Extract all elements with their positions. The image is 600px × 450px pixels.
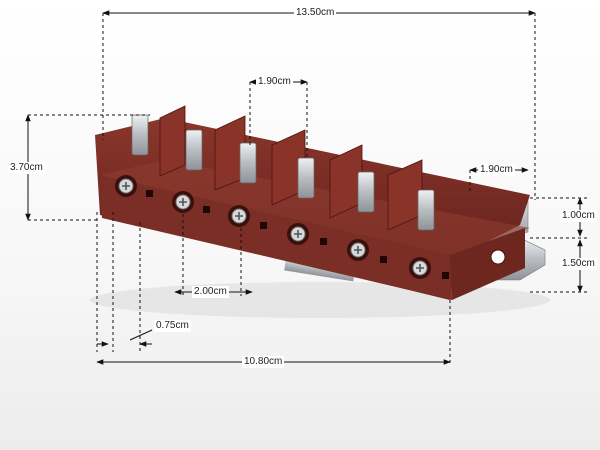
dim-bracket-upper: 1.00cm xyxy=(560,210,597,222)
shadow xyxy=(90,282,550,318)
dim-top-pitch: 1.90cm xyxy=(256,76,293,88)
spade-terminals xyxy=(131,114,435,231)
dim-bracket-lower: 1.50cm xyxy=(560,258,597,270)
dim-overall-width: 13.50cm xyxy=(294,7,337,19)
dim-overall-height: 3.70cm xyxy=(8,162,45,174)
dim-bracket-width: 1.90cm xyxy=(478,164,515,176)
housing-holes xyxy=(146,190,449,279)
dim-screw-pitch: 2.00cm xyxy=(192,286,229,298)
dim-base-length: 10.80cm xyxy=(242,356,285,368)
dim-base-offset: 0.75cm xyxy=(154,320,191,332)
terminal-fins xyxy=(159,105,423,231)
terminal-screws xyxy=(115,175,431,279)
